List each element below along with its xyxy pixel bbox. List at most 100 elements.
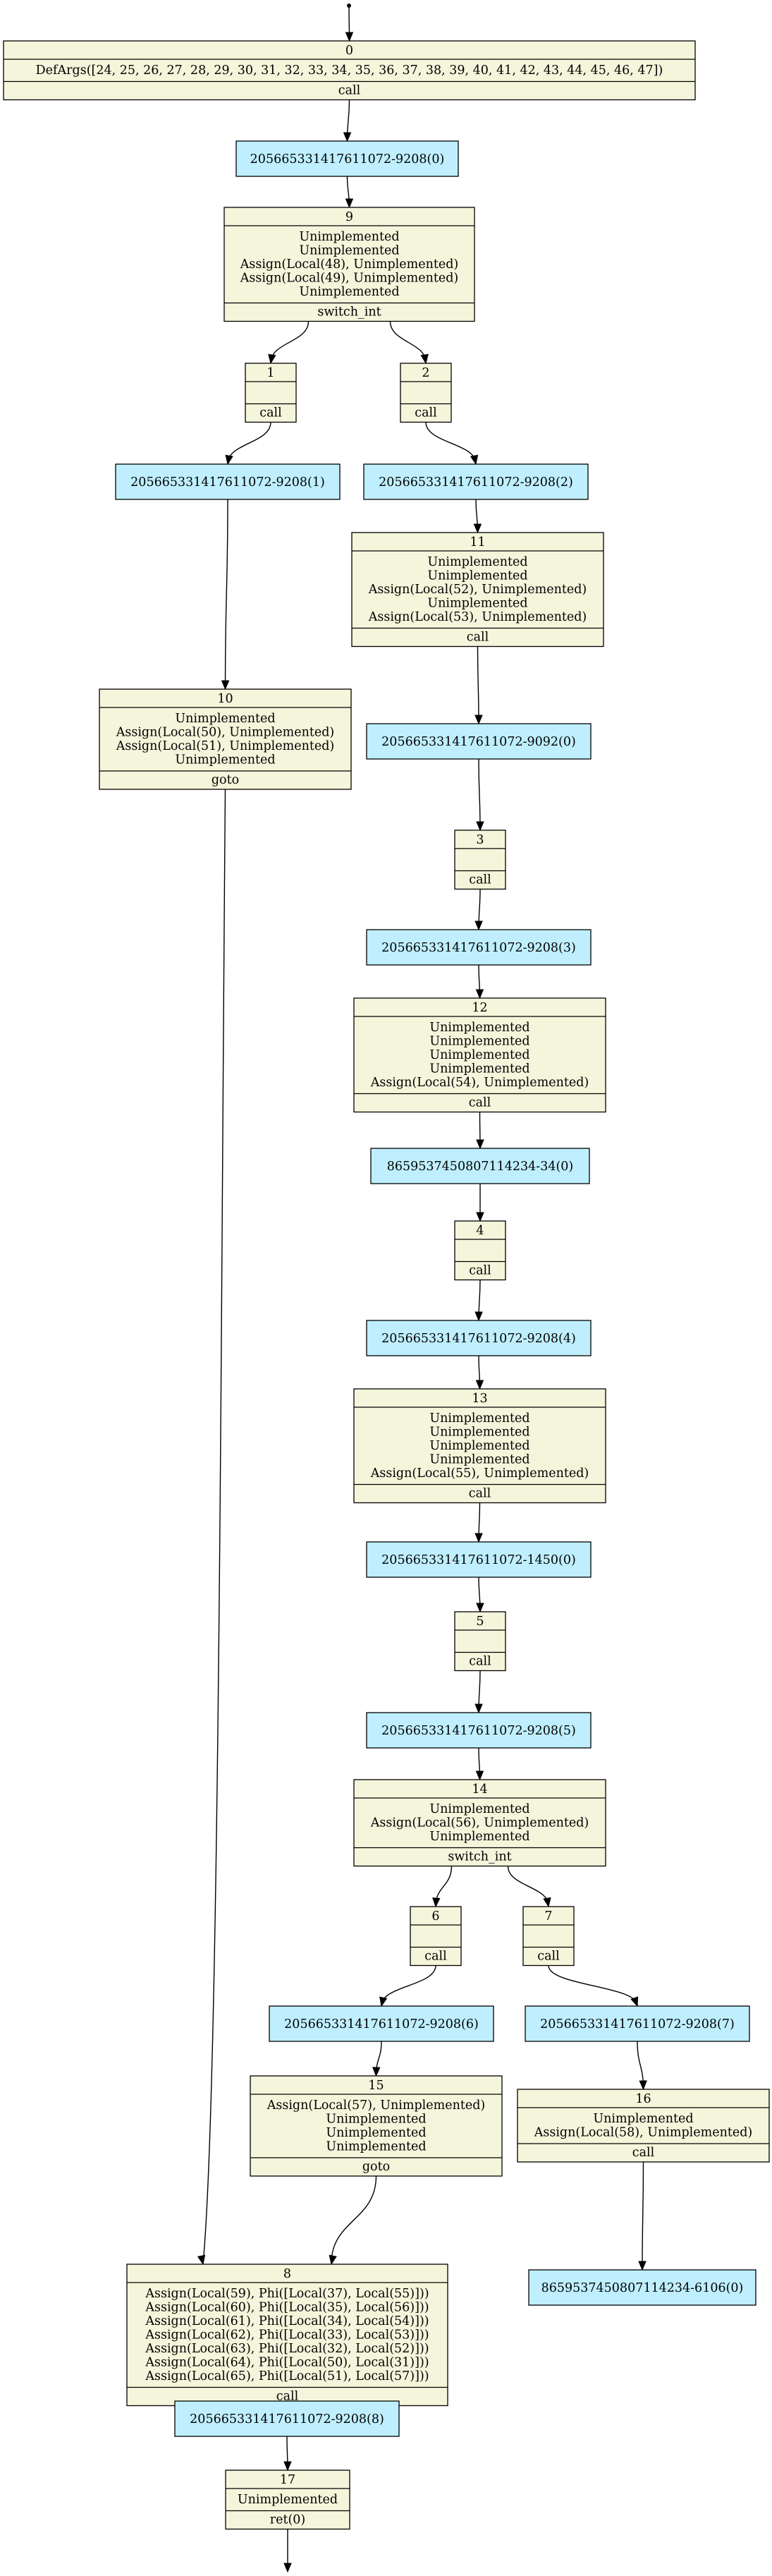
block-terminator: goto xyxy=(362,2160,390,2174)
block-statement: Assign(Local(58), Unimplemented) xyxy=(534,2126,753,2140)
block-frame xyxy=(400,363,452,423)
basic-block-13: 13UnimplementedUnimplementedUnimplemente… xyxy=(353,1388,606,1504)
arrowhead xyxy=(473,523,482,534)
block-frame xyxy=(351,532,604,648)
block-statement: Unimplemented xyxy=(326,2140,426,2154)
block-frame xyxy=(454,830,506,890)
call-node-frame xyxy=(366,723,592,760)
call-node-c10: 205665331417611072-9208(7) xyxy=(525,2005,750,2042)
call-node-frame xyxy=(235,140,459,177)
arrowhead xyxy=(639,2080,647,2091)
block-statement: Unimplemented xyxy=(593,2112,693,2126)
arrowhead xyxy=(225,454,233,466)
block-id: 5 xyxy=(476,1615,484,1629)
block-terminator: call xyxy=(537,1950,560,1964)
call-node-frame xyxy=(363,463,589,500)
block-id: 6 xyxy=(431,1909,439,1924)
block-statement: Assign(Local(60), Phi([Local(35), Local(… xyxy=(145,2301,429,2315)
block-id: 10 xyxy=(217,692,233,706)
basic-block-9: 9UnimplementedUnimplementedAssign(Local(… xyxy=(223,207,475,322)
call-node-c0: 205665331417611072-9208(0) xyxy=(235,140,459,177)
call-node-c3: 205665331417611072-9092(0) xyxy=(366,723,592,760)
call-node-label: 205665331417611072-9208(8) xyxy=(190,2412,384,2426)
arrowhead xyxy=(197,2254,206,2266)
block-statement: Assign(Local(52), Unimplemented) xyxy=(368,583,587,597)
block-id: 17 xyxy=(280,2473,295,2487)
edge-c1-10 xyxy=(224,499,228,689)
call-node-label: 205665331417611072-1450(0) xyxy=(381,1553,576,1567)
arrowhead xyxy=(432,1897,441,1908)
arrowhead xyxy=(475,989,484,1000)
block-statement: Unimplemented xyxy=(429,1035,529,1049)
arrowhead xyxy=(630,1996,639,2007)
edge-15-8 xyxy=(331,2175,377,2264)
arrowhead xyxy=(470,454,479,466)
call-node-label: 205665331417611072-9208(0) xyxy=(250,152,445,166)
block-statement: Unimplemented xyxy=(326,2126,426,2140)
block-statement: Unimplemented xyxy=(429,1453,529,1467)
arrowhead xyxy=(638,2261,647,2271)
arrowhead xyxy=(372,2067,381,2077)
edge-16-c11 xyxy=(642,2161,644,2270)
block-frame xyxy=(223,207,475,322)
block-statement: Unimplemented xyxy=(299,244,399,258)
arrowhead xyxy=(476,1139,484,1150)
block-terminator: call xyxy=(259,406,282,420)
call-node-frame xyxy=(366,1712,592,1749)
edge-9-1 xyxy=(270,321,310,363)
arrowhead xyxy=(268,353,276,365)
block-id: 15 xyxy=(368,2079,384,2093)
block-statement: Assign(Local(56), Unimplemented) xyxy=(370,1816,589,1830)
block-frame xyxy=(250,2075,503,2177)
arrowhead xyxy=(345,32,354,42)
arrowhead xyxy=(475,1770,484,1781)
block-frame xyxy=(99,688,352,790)
arrowhead xyxy=(283,2461,292,2472)
block-statement: Unimplemented xyxy=(299,285,399,299)
edge-9-2 xyxy=(389,321,427,363)
basic-block-5: 5 call xyxy=(454,1611,506,1672)
edge-10-8 xyxy=(202,789,226,2264)
call-node-c11: 8659537450807114234-6106(0) xyxy=(528,2269,756,2306)
call-node-label: 8659537450807114234-34(0) xyxy=(387,1160,574,1174)
block-statement: DefArgs([24, 25, 26, 27, 28, 29, 30, 31,… xyxy=(36,63,663,78)
arrowhead xyxy=(283,2563,292,2573)
block-statement: Unimplemented xyxy=(429,1439,529,1453)
block-terminator: call xyxy=(469,1655,491,1669)
edge-11-c3 xyxy=(477,646,479,724)
block-statement: Assign(Local(50), Unimplemented) xyxy=(116,726,335,740)
call-node-frame xyxy=(269,2005,494,2042)
block-frame xyxy=(522,1906,575,1967)
arrowhead xyxy=(474,1533,483,1543)
block-statement: Assign(Local(48), Unimplemented) xyxy=(240,257,459,272)
block-statement: Assign(Local(54), Unimplemented) xyxy=(370,1076,589,1090)
block-statement: Assign(Local(64), Phi([Local(50), Local(… xyxy=(145,2356,429,2370)
call-node-label: 205665331417611072-9092(0) xyxy=(381,735,576,749)
call-node-c2: 205665331417611072-9208(2) xyxy=(363,463,589,500)
arrowhead xyxy=(420,353,429,365)
block-terminator: goto xyxy=(212,773,239,787)
block-statement: Unimplemented xyxy=(326,2113,426,2127)
arrowhead xyxy=(474,921,483,931)
block-statement: Assign(Local(51), Unimplemented) xyxy=(116,739,335,753)
block-statement: Unimplemented xyxy=(429,1426,529,1440)
block-statement: Unimplemented xyxy=(175,753,275,767)
block-id: 16 xyxy=(635,2092,651,2106)
call-node-frame xyxy=(174,2400,400,2437)
block-terminator: call xyxy=(632,2146,655,2160)
block-frame xyxy=(410,1906,462,1967)
call-node-frame xyxy=(366,1320,592,1356)
arrowhead xyxy=(343,132,352,142)
block-terminator: ret(0) xyxy=(270,2513,306,2527)
edges-layer xyxy=(197,4,647,2573)
